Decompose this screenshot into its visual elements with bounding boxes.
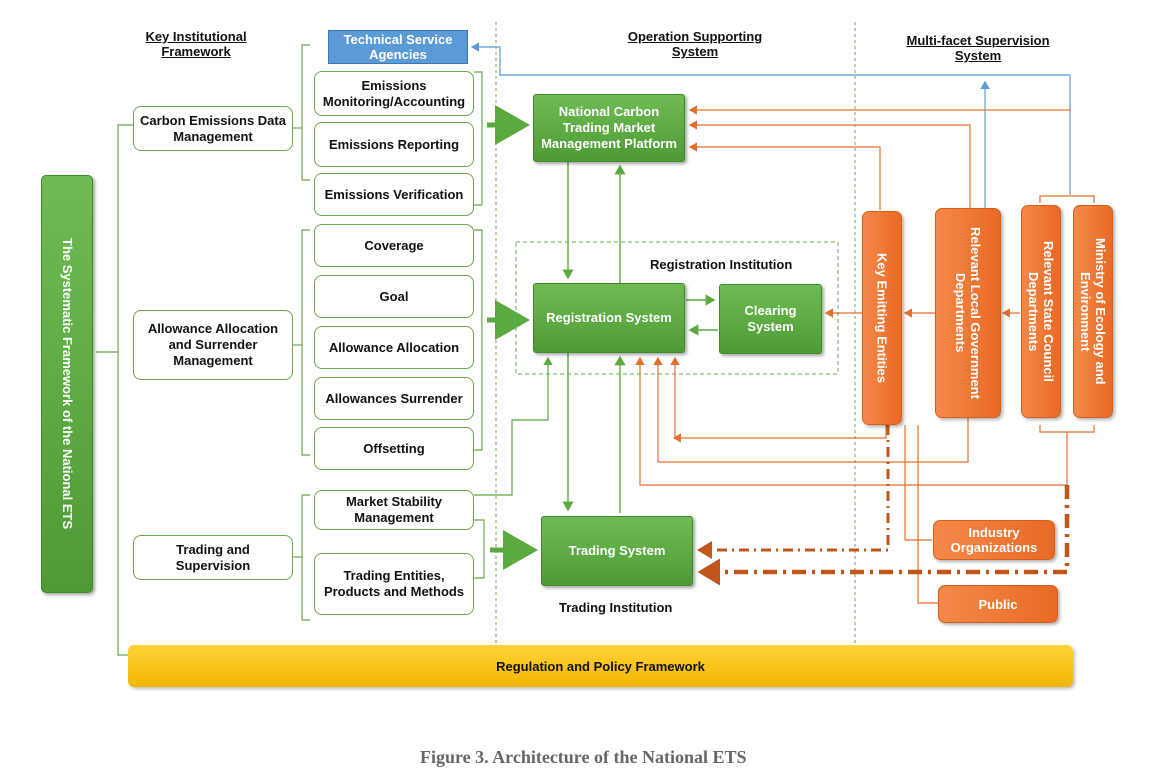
item-trading-entities: Trading Entities, Products and Methods (314, 553, 474, 615)
technical-service-agencies: Technical Service Agencies (328, 30, 468, 64)
trading-institution-label: Trading Institution (559, 600, 673, 615)
item-surrender: Allowances Surrender (314, 377, 474, 420)
regulation-policy-framework: Regulation and Policy Framework (128, 645, 1073, 687)
ministry-ecology-environment: Ministry of Ecology and Environment (1073, 205, 1113, 418)
trading-market-platform: National Carbon Trading Market Managemen… (533, 94, 685, 162)
item-market-stability: Market Stability Management (314, 490, 474, 530)
category-carbon-data: Carbon Emissions Data Management (133, 106, 293, 151)
category-trading: Trading and Supervision (133, 535, 293, 580)
item-goal: Goal (314, 275, 474, 318)
registration-system: Registration System (533, 283, 685, 353)
item-reporting: Emissions Reporting (314, 122, 474, 167)
key-framework-header: Key Institutional Framework (145, 29, 247, 59)
supervision-header: Multi-facet Supervision System (906, 33, 1050, 63)
operation-support-header: Operation Supporting System (627, 29, 763, 59)
local-government-departments: Relevant Local Government Departments (935, 208, 1001, 418)
figure-caption: Figure 3. Architecture of the National E… (420, 747, 747, 767)
category-allowance: Allowance Allocation and Surrender Manag… (133, 310, 293, 380)
state-council-departments: Relevant State Council Departments (1021, 205, 1061, 418)
key-emitting-entities: Key Emitting Entities (862, 211, 902, 425)
registration-institution-label: Registration Institution (650, 257, 793, 272)
item-verification: Emissions Verification (314, 173, 474, 216)
item-allocation: Allowance Allocation (314, 326, 474, 369)
systematic-framework-pillar: The Systematic Framework of the National… (41, 175, 93, 593)
item-coverage: Coverage (314, 224, 474, 267)
public: Public (938, 585, 1058, 623)
industry-organizations: Industry Organizations (933, 520, 1055, 560)
trading-system: Trading System (541, 516, 693, 586)
item-offsetting: Offsetting (314, 427, 474, 470)
item-monitoring: Emissions Monitoring/Accounting (314, 71, 474, 116)
clearing-system: Clearing System (719, 284, 822, 354)
